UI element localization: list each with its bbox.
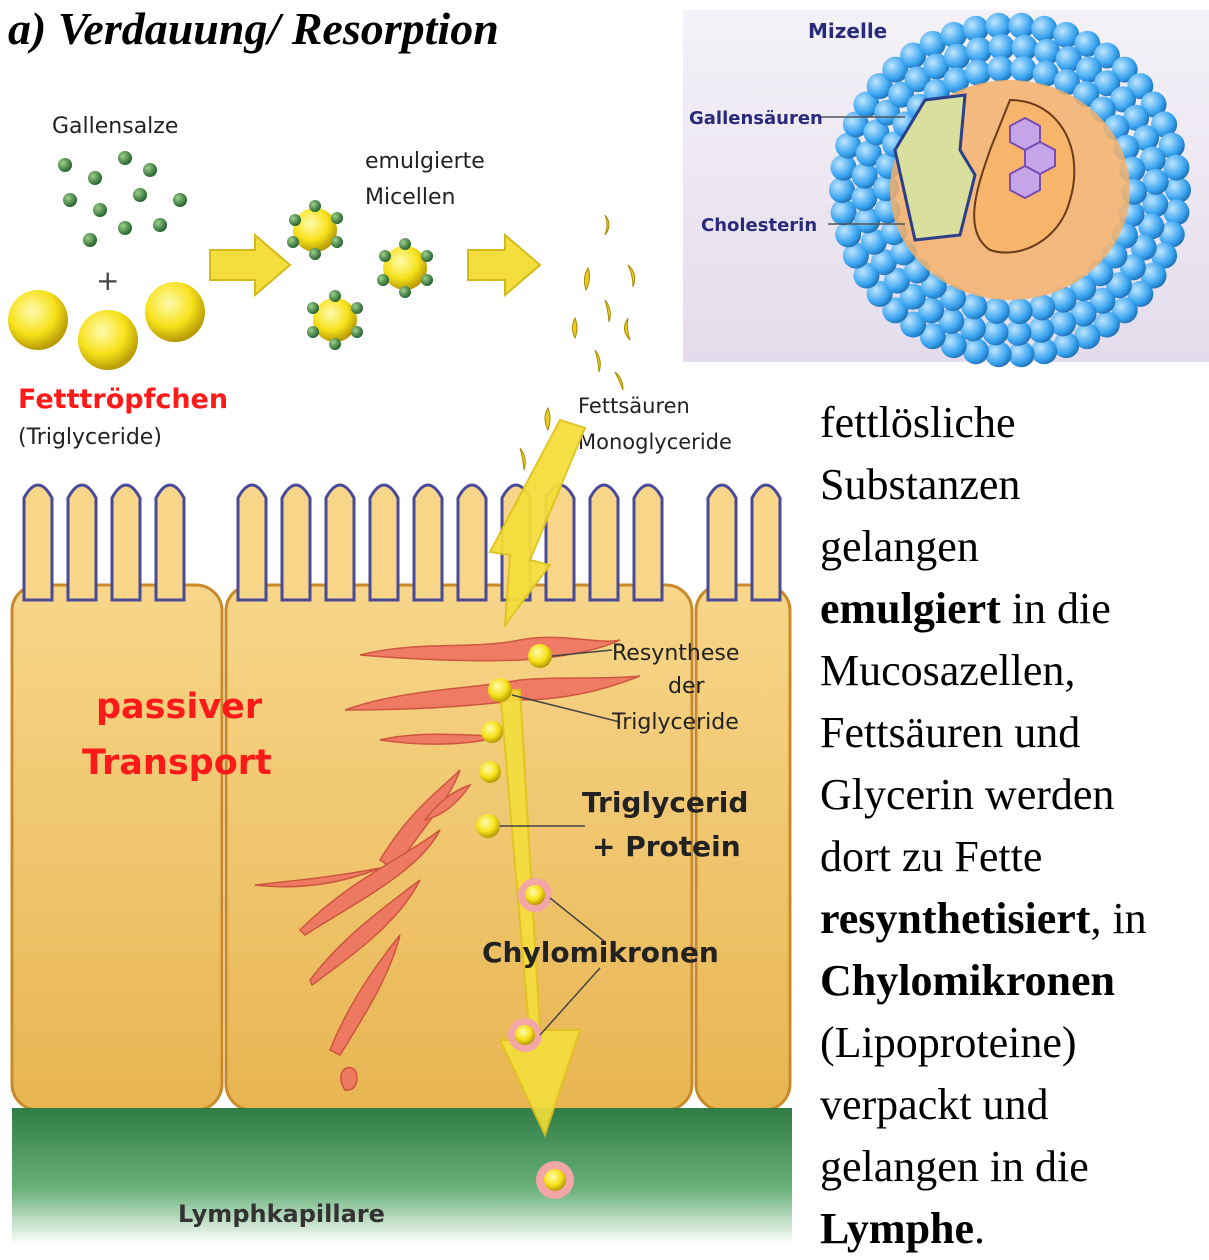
- micelle-sphere: [1029, 294, 1055, 320]
- text-line: gelangen: [820, 516, 1209, 578]
- transport-label: Transport: [82, 743, 272, 783]
- passiver-label: passiver: [96, 687, 263, 727]
- text-line: Fettsäuren und: [820, 702, 1209, 764]
- micelle-sphere: [1010, 56, 1036, 82]
- emphasis-lymphe: Lymphe: [820, 1204, 974, 1253]
- lymphkapillare-area: [12, 1108, 792, 1244]
- emulgierte-label: emulgierte: [365, 149, 485, 174]
- microvillus: [590, 485, 618, 600]
- text-line: (Lipoproteine): [820, 1012, 1209, 1074]
- micelle-sphere: [1050, 310, 1076, 336]
- resynthese-label: Resynthese: [612, 641, 739, 666]
- triglycerid-label: Triglycerid: [582, 786, 748, 819]
- micelle-sphere: [1165, 177, 1191, 203]
- fettsaeuren-label: Fettsäuren: [578, 394, 690, 418]
- text-line: Glycerin werden: [820, 764, 1209, 826]
- micelle-sphere: [944, 44, 970, 70]
- text-line: Chylomikronen: [820, 950, 1209, 1012]
- description-text: fettlösliche Substanzen gelangen emulgie…: [820, 392, 1209, 1260]
- microvillus: [414, 485, 442, 600]
- micelle-sphere: [987, 56, 1013, 82]
- fetttropfchen-label: Fetttröpfchen: [18, 384, 228, 415]
- emphasis-emulgiert: emulgiert: [820, 584, 1001, 633]
- gallensalze-cluster: [58, 151, 187, 247]
- micelle-sphere: [1053, 332, 1079, 358]
- microvillus: [326, 485, 354, 600]
- microvillus: [282, 485, 310, 600]
- text-line: verpackt und: [820, 1074, 1209, 1136]
- mizelle-inset: Mizelle Gallensäuren Cholesterin: [683, 10, 1209, 367]
- micelle-sphere: [984, 298, 1010, 324]
- monoglyceride-label: Monoglyceride: [578, 430, 732, 454]
- microvillus: [708, 485, 736, 600]
- micelle-sphere: [1028, 317, 1054, 343]
- micelle-sphere: [966, 37, 992, 63]
- micelle-sphere: [986, 341, 1012, 367]
- micellen-label: Micellen: [365, 185, 455, 210]
- gallensalze-label: Gallensalze: [52, 114, 178, 139]
- text-fragment: .: [974, 1204, 985, 1253]
- microvillus: [156, 485, 184, 600]
- text-fragment: in die: [1001, 584, 1111, 633]
- micelle-sphere: [941, 22, 967, 48]
- emphasis-resynthetisiert: resynthetisiert: [820, 894, 1090, 943]
- microvillus: [68, 485, 96, 600]
- microvillus: [24, 485, 52, 600]
- micelle-sphere: [963, 338, 989, 364]
- cholesterin-label: Cholesterin: [701, 215, 817, 236]
- micelle-sphere: [965, 60, 991, 86]
- mizelle-label: Mizelle: [808, 19, 887, 43]
- microvillus: [112, 485, 140, 600]
- text-line: fettlösliche: [820, 392, 1209, 454]
- text-line: Mucosazellen,: [820, 640, 1209, 702]
- micelle-sphere: [1007, 298, 1033, 324]
- microvillus: [370, 485, 398, 600]
- microvillus: [238, 485, 266, 600]
- gallensaeuren-label: Gallensäuren: [689, 108, 823, 129]
- text-line: emulgiert in die: [820, 578, 1209, 640]
- microvillus: [458, 485, 486, 600]
- micellen-group: [287, 200, 433, 350]
- arrow-right-2: [468, 235, 540, 295]
- emphasis-chylomikronen: Chylomikronen: [820, 956, 1115, 1005]
- micelle-sphere: [1031, 16, 1057, 42]
- text-line: gelangen in die: [820, 1136, 1209, 1198]
- text-line: Substanzen: [820, 454, 1209, 516]
- micelle-sphere: [829, 177, 855, 203]
- lymphkapillare-label: Lymphkapillare: [178, 1200, 385, 1228]
- text-fragment: , in: [1090, 894, 1146, 943]
- der-label: der: [668, 674, 706, 699]
- arrow-right-1: [210, 235, 290, 295]
- triglyceride-paren-label: (Triglyceride): [18, 425, 162, 450]
- microvillus: [634, 485, 662, 600]
- plus-protein-label: + Protein: [592, 830, 741, 863]
- microvillus: [752, 485, 780, 600]
- micelle-sphere: [1008, 13, 1034, 39]
- text-line: Lymphe.: [820, 1198, 1209, 1260]
- triglyceride-label: Triglyceride: [611, 710, 739, 735]
- text-line: resynthetisiert, in: [820, 888, 1209, 950]
- text-line: dort zu Fette: [820, 826, 1209, 888]
- plus-sign: +: [96, 264, 119, 297]
- chylomikronen-label: Chylomikronen: [482, 936, 719, 969]
